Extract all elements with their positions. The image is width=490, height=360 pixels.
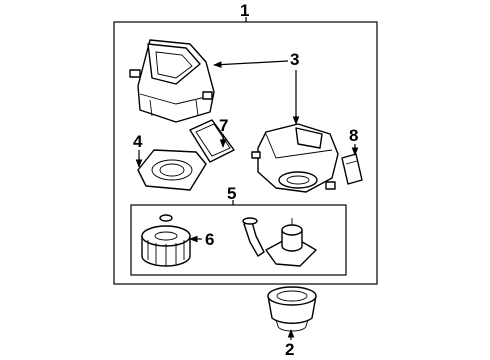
blower-inlet-ring [137, 149, 207, 191]
blower-motor [265, 218, 317, 267]
air-filter [189, 119, 235, 163]
blower-fan [141, 214, 191, 267]
callout-1: 1 [240, 1, 249, 20]
callout-4: 4 [133, 132, 143, 151]
callout-3-leader-a [213, 60, 289, 68]
upper-blower-case [129, 39, 215, 123]
blower-resistor [341, 153, 363, 185]
callout-6: 6 [205, 230, 214, 249]
blower-motor-cover [267, 286, 317, 332]
callout-2: 2 [285, 340, 294, 359]
callout-3: 3 [290, 50, 299, 69]
callout-7: 7 [219, 116, 228, 135]
lower-blower-case [251, 123, 339, 193]
blower-motor-subframe [130, 204, 347, 276]
callout-5: 5 [227, 184, 236, 203]
motor-cooling-hose [242, 217, 265, 257]
callout-8: 8 [349, 126, 358, 145]
